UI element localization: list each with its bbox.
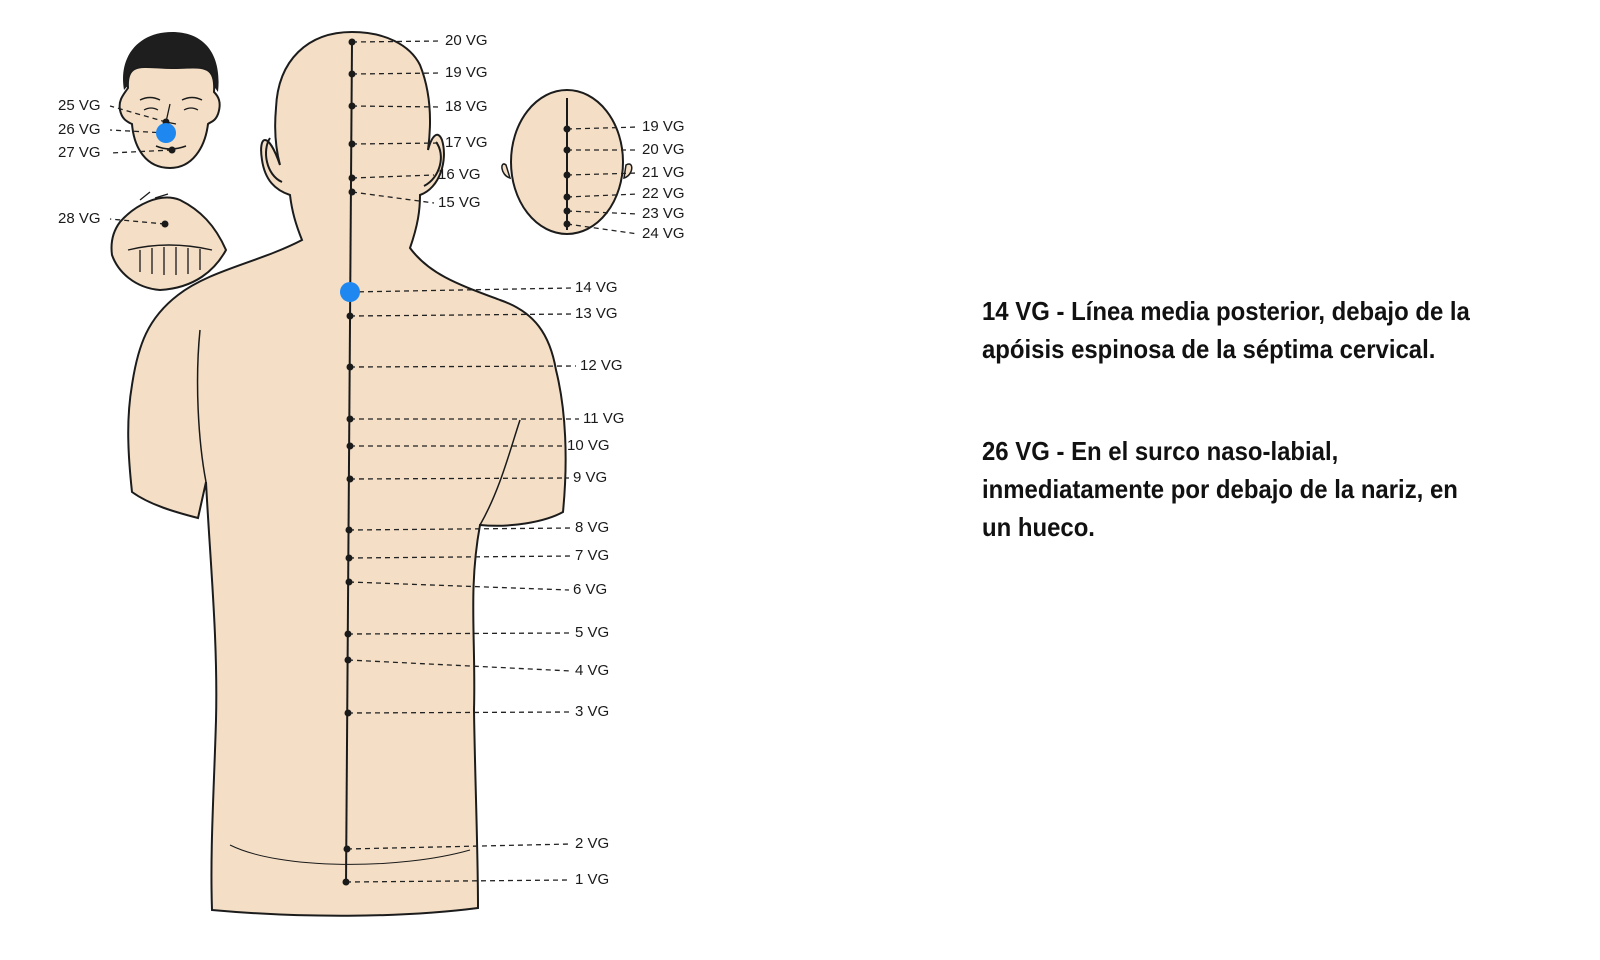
left-ear-line: [265, 137, 283, 183]
mouth-inset: [110, 191, 228, 292]
point-marker-back-9: [346, 475, 354, 483]
point-marker-top_head-22: [563, 193, 571, 201]
point-label-back-13: 13 VG: [575, 305, 618, 322]
leader-line-back-9: [349, 477, 570, 480]
leader-line-back-14: [349, 287, 572, 293]
description-26vg: 26 VG - En el surco naso-labial, inmedia…: [982, 436, 1458, 542]
leader-line-top_head-23: [566, 210, 639, 215]
right-ear-line: [423, 141, 442, 187]
leader-line-back-6: [348, 581, 570, 591]
point-marker-back-12: [346, 363, 354, 371]
point-label-top_head-24: 24 VG: [642, 225, 685, 242]
leader-line-back-1: [345, 879, 572, 883]
leader-line-back-2: [346, 843, 572, 850]
point-marker-mouth-28: [161, 220, 169, 228]
point-marker-back-2: [343, 845, 351, 853]
leader-line-top_head-21: [566, 172, 639, 176]
leader-line-face-27: [109, 149, 173, 154]
point-marker-back-7: [345, 554, 353, 562]
point-label-mouth-28: 28 VG: [58, 210, 101, 227]
point-marker-back-6: [345, 578, 353, 586]
torso-back-outline: [127, 30, 567, 917]
point-label-top_head-21: 21 VG: [642, 164, 685, 181]
leader-line-back-16: [351, 174, 435, 179]
point-label-face-27: 27 VG: [58, 144, 101, 161]
point-marker-top_head-24: [563, 220, 571, 228]
highlight-marker-14vg: [340, 282, 360, 302]
point-label-face-25: 25 VG: [58, 97, 101, 114]
description-14vg: 14 VG - Línea media posterior, debajo de…: [982, 296, 1470, 364]
point-label-back-3: 3 VG: [575, 703, 609, 720]
point-marker-back-8: [345, 526, 353, 534]
leader-line-back-19: [351, 72, 442, 75]
leader-line-top_head-19: [566, 126, 639, 130]
point-marker-back-17: [348, 140, 356, 148]
point-label-back-4: 4 VG: [575, 662, 609, 679]
leader-line-back-3: [347, 711, 572, 714]
leader-line-back-5: [347, 632, 572, 635]
point-label-back-6: 6 VG: [573, 581, 607, 598]
point-label-back-20: 20 VG: [445, 32, 488, 49]
point-label-top_head-19: 19 VG: [642, 118, 685, 135]
leader-line-back-20: [351, 40, 442, 43]
leader-line-back-17: [351, 142, 442, 145]
point-label-top_head-22: 22 VG: [642, 185, 685, 202]
point-label-back-11: 11 VG: [583, 410, 624, 427]
leader-line-back-18: [351, 105, 442, 108]
point-label-back-14: 14 VG: [575, 279, 618, 296]
point-marker-back-20: [348, 38, 356, 46]
highlight-marker-26vg: [156, 123, 176, 143]
point-label-back-18: 18 VG: [445, 98, 488, 115]
left-arm-seam: [196, 329, 207, 483]
point-label-top_head-23: 23 VG: [642, 205, 685, 222]
point-marker-top_head-19: [563, 125, 571, 133]
right-arm-seam: [479, 419, 521, 526]
leader-line-back-13: [349, 313, 572, 317]
point-marker-back-19: [348, 70, 356, 78]
leader-line-top_head-22: [566, 193, 639, 198]
point-label-back-8: 8 VG: [575, 519, 609, 536]
point-label-face-26: 26 VG: [58, 121, 101, 138]
point-label-back-12: 12 VG: [580, 357, 623, 374]
point-label-back-9: 9 VG: [573, 469, 607, 486]
leader-line-back-15: [351, 191, 435, 204]
point-label-back-1: 1 VG: [575, 871, 609, 888]
leader-line-mouth-28: [109, 218, 166, 225]
point-marker-back-10: [346, 442, 354, 450]
point-label-back-2: 2 VG: [575, 835, 609, 852]
face-inset: [118, 32, 221, 170]
lower-back-crease: [229, 844, 471, 865]
point-marker-back-1: [342, 878, 350, 886]
point-marker-back-4: [344, 656, 352, 664]
point-marker-back-13: [346, 312, 354, 320]
point-label-back-16: 16 VG: [438, 166, 481, 183]
face-hair: [123, 32, 219, 92]
point-marker-top_head-21: [563, 171, 571, 179]
leader-line-back-7: [348, 555, 572, 559]
point-marker-back-15: [348, 188, 356, 196]
point-label-back-17: 17 VG: [445, 134, 488, 151]
point-label-back-7: 7 VG: [575, 547, 609, 564]
point-marker-back-16: [348, 174, 356, 182]
leader-line-top_head-24: [566, 223, 639, 235]
leader-line-back-4: [347, 659, 572, 672]
point-label-back-15: 15 VG: [438, 194, 481, 211]
point-marker-top_head-23: [563, 207, 571, 215]
leader-line-face-25: [109, 105, 167, 123]
point-marker-back-5: [344, 630, 352, 638]
face-outline: [118, 65, 221, 170]
point-marker-back-18: [348, 102, 356, 110]
point-marker-top_head-20: [563, 146, 571, 154]
point-label-top_head-20: 20 VG: [642, 141, 685, 158]
governor-vessel-line: [345, 41, 353, 886]
point-marker-face-27: [168, 146, 176, 154]
point-marker-back-11: [346, 415, 354, 423]
point-label-back-10: 10 VG: [567, 437, 610, 454]
point-label-back-19: 19 VG: [445, 64, 488, 81]
point-marker-back-3: [344, 709, 352, 717]
leader-line-back-12: [349, 365, 577, 368]
point-label-back-5: 5 VG: [575, 624, 609, 641]
leader-line-back-8: [348, 527, 572, 531]
